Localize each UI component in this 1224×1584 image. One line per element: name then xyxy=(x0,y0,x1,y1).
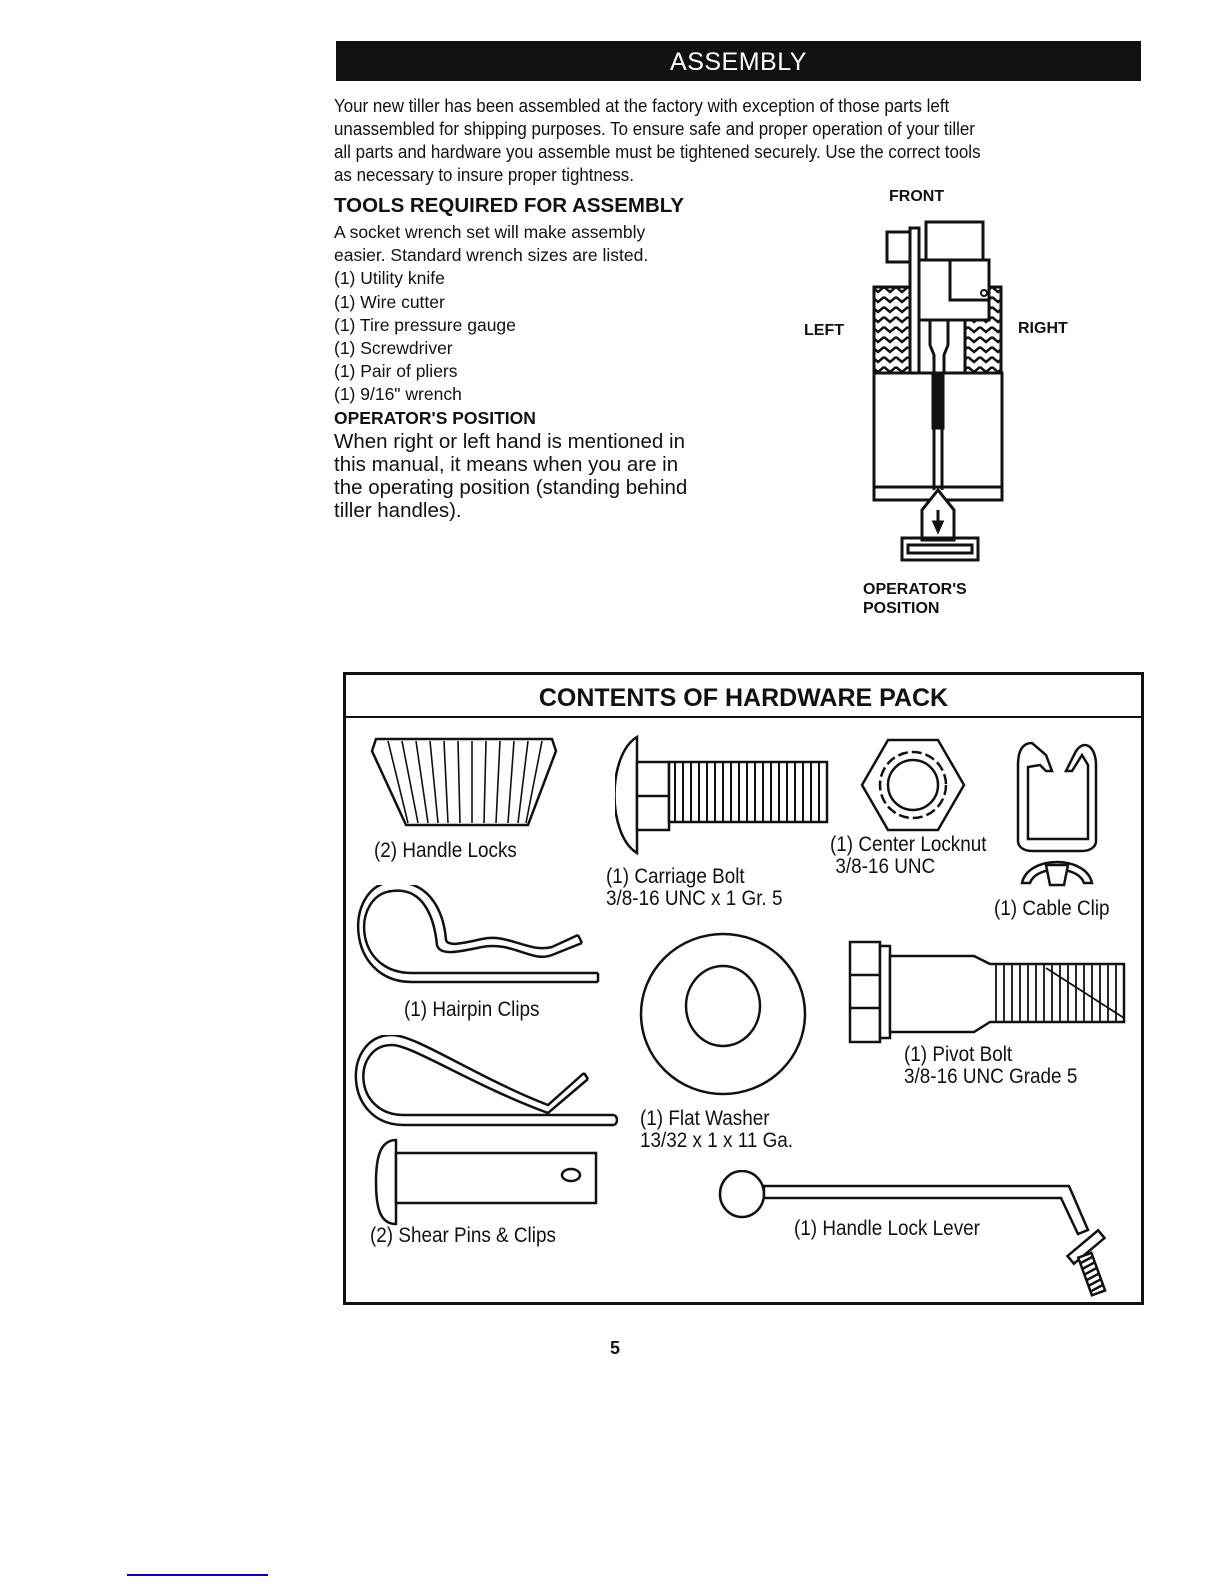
shear-pin-illustration xyxy=(374,1138,598,1226)
operator-position-line: tiller handles). xyxy=(334,499,462,522)
center-locknut-label: (1) Center Locknut 3/8-16 UNC xyxy=(830,834,987,878)
footer-link-underline xyxy=(127,1574,268,1576)
center-locknut-name: (1) Center Locknut xyxy=(830,833,987,856)
tools-heading: TOOLS REQUIRED FOR ASSEMBLY xyxy=(334,194,685,217)
left-tire xyxy=(872,285,912,376)
handle-lock-lever-illustration xyxy=(718,1170,1107,1297)
cable-clip-illustration xyxy=(1016,741,1098,887)
operator-position-line: the operating position (standing behind xyxy=(334,476,688,499)
flat-washer-illustration xyxy=(639,932,807,1096)
tiller-top-view-diagram xyxy=(872,220,1004,562)
handle-locks-label: (2) Handle Locks xyxy=(374,839,517,862)
intro-line: as necessary to insure proper tightness. xyxy=(334,165,634,185)
tool-item: (1) Utility knife xyxy=(334,268,445,289)
operator-position-text: When right or left hand is mentioned in … xyxy=(334,430,764,522)
shear-pin-clip-illustration xyxy=(354,1035,619,1127)
handle-lock-lever-label: (1) Handle Lock Lever xyxy=(794,1217,980,1240)
diagram-front-label: FRONT xyxy=(889,188,945,205)
hairpin-clips-label: (1) Hairpin Clips xyxy=(404,998,540,1021)
center-locknut-illustration xyxy=(860,738,966,832)
diagram-right-label: RIGHT xyxy=(1018,320,1068,337)
flat-washer-spec: 13/32 x 1 x 11 Ga. xyxy=(640,1129,794,1152)
hairpin-clip-illustration xyxy=(356,885,600,984)
carriage-bolt-illustration xyxy=(615,735,829,855)
tool-item: (1) Screwdriver xyxy=(334,338,453,359)
shear-pins-label: (2) Shear Pins & Clips xyxy=(370,1224,556,1247)
operator-label-line: OPERATOR'S xyxy=(863,581,967,598)
operator-position-line: this manual, it means when you are in xyxy=(334,453,679,476)
pivot-bolt-illustration xyxy=(848,940,1126,1044)
flat-washer-name: (1) Flat Washer xyxy=(640,1107,770,1130)
intro-line: Your new tiller has been assembled at th… xyxy=(334,96,950,116)
pivot-bolt-name: (1) Pivot Bolt xyxy=(904,1043,1013,1066)
intro-line: all parts and hardware you assemble must… xyxy=(334,142,981,162)
page-number: 5 xyxy=(609,1338,620,1358)
operator-position-heading: OPERATOR'S POSITION xyxy=(334,408,536,428)
tools-description-line: easier. Standard wrench sizes are listed… xyxy=(334,245,649,266)
tool-item: (1) 9/16" wrench xyxy=(334,384,462,405)
carriage-bolt-name: (1) Carriage Bolt xyxy=(606,865,745,888)
flat-washer-label: (1) Flat Washer 13/32 x 1 x 11 Ga. xyxy=(640,1108,793,1152)
diagram-left-label: LEFT xyxy=(804,322,844,339)
carriage-bolt-spec: 3/8-16 UNC x 1 Gr. 5 xyxy=(606,887,783,910)
diagram-operator-label: OPERATOR'S POSITION xyxy=(863,580,967,618)
operator-position-line: When right or left hand is mentioned in xyxy=(334,430,685,453)
tool-item: (1) Tire pressure gauge xyxy=(334,314,516,335)
intro-line: unassembled for shipping purposes. To en… xyxy=(334,119,975,139)
cable-clip-label: (1) Cable Clip xyxy=(994,897,1110,920)
tools-list: A socket wrench set will make assembly e… xyxy=(334,221,754,407)
operator-label-line: POSITION xyxy=(863,600,940,617)
pivot-bolt-label: (1) Pivot Bolt 3/8-16 UNC Grade 5 xyxy=(904,1044,1077,1088)
handle-locks-illustration xyxy=(370,737,558,827)
tools-description-line: A socket wrench set will make assembly xyxy=(334,222,646,242)
pivot-bolt-spec: 3/8-16 UNC Grade 5 xyxy=(904,1065,1078,1088)
hardware-pack-box xyxy=(343,672,1144,1305)
hardware-pack-title: CONTENTS OF HARDWARE PACK xyxy=(346,676,1141,718)
tool-item: (1) Pair of pliers xyxy=(334,361,458,382)
tool-item: (1) Wire cutter xyxy=(334,291,445,312)
intro-paragraph: Your new tiller has been assembled at th… xyxy=(334,95,1134,187)
section-banner: ASSEMBLY xyxy=(336,41,1141,81)
carriage-bolt-label: (1) Carriage Bolt 3/8-16 UNC x 1 Gr. 5 xyxy=(606,866,782,910)
center-locknut-spec: 3/8-16 UNC xyxy=(835,855,936,878)
